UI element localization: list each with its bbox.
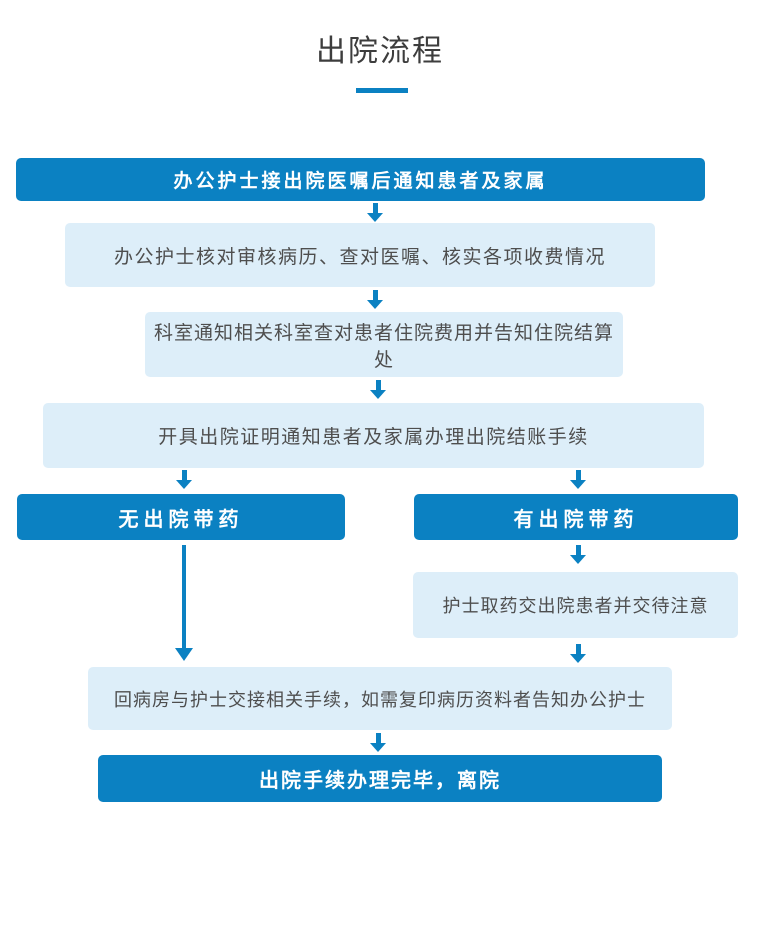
flow-step-notify-patient: 办公护士接出院医嘱后通知患者及家属 [16,158,705,201]
arrow-down-icon [175,470,193,489]
arrow-down-icon [369,733,387,752]
page-title: 出院流程 [316,34,444,69]
title-underline [356,88,408,93]
arrow-down-icon [366,203,384,222]
arrow-down-icon [569,545,587,564]
arrow-down-icon [569,644,587,663]
arrow-down-icon [569,470,587,489]
flow-step-notify-billing: 科室通知相关科室查对患者住院费用并告知住院结算处 [145,312,623,377]
flow-branch-no-medication: 无出院带药 [17,494,345,540]
flow-step-dispense-meds: 护士取药交出院患者并交待注意 [413,572,738,638]
arrow-down-icon [366,290,384,309]
flow-branch-has-medication: 有出院带药 [414,494,738,540]
flow-step-handover: 回病房与护士交接相关手续，如需复印病历资料者告知办公护士 [88,667,672,730]
flow-step-issue-certificate: 开具出院证明通知患者及家属办理出院结账手续 [43,403,704,468]
arrow-down-long-icon [175,545,193,661]
flow-step-verify-records: 办公护士核对审核病历、查对医嘱、核实各项收费情况 [65,223,655,287]
arrow-down-icon [369,380,387,399]
flow-step-complete: 出院手续办理完毕，离院 [98,755,662,802]
